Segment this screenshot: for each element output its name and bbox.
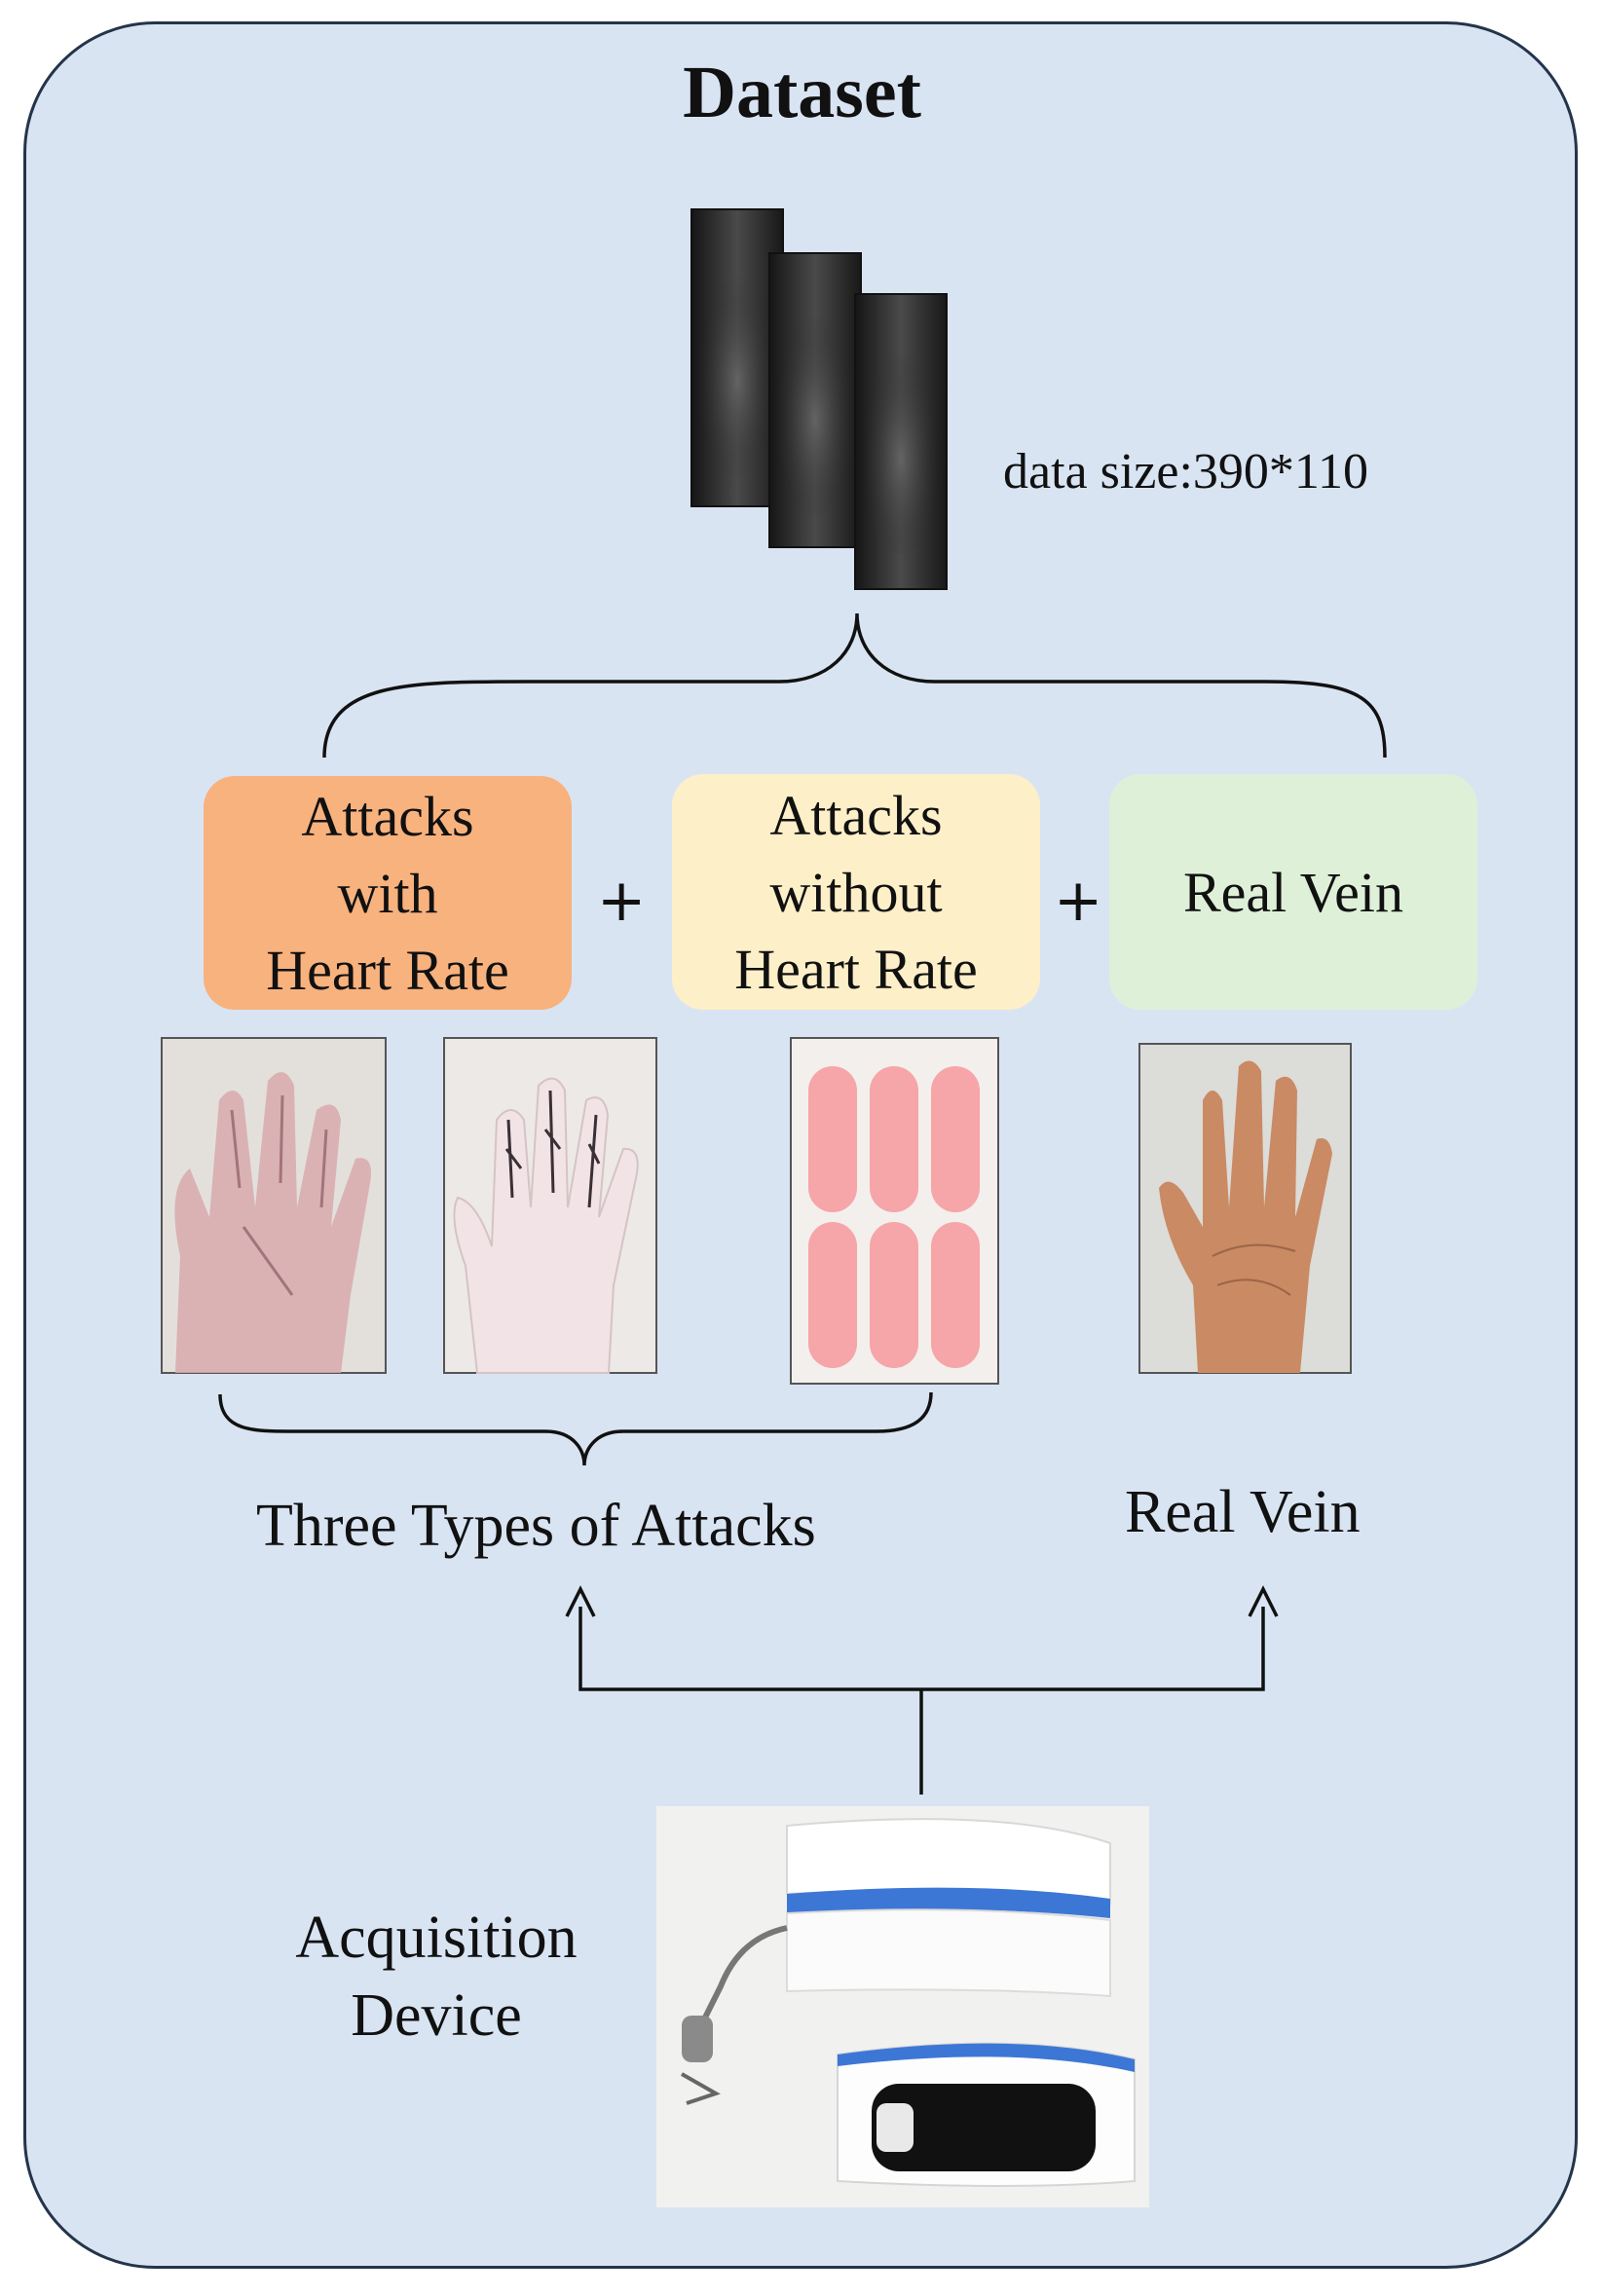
attack-photo-gelatin-hand bbox=[161, 1037, 387, 1374]
real-vein-box: Real Vein bbox=[1109, 774, 1477, 1010]
upper-brace bbox=[322, 612, 1387, 759]
attack-photo-silicone-fingers bbox=[790, 1037, 999, 1385]
data-size-label: data size:390*110 bbox=[1003, 444, 1368, 500]
vein-image-2 bbox=[768, 252, 862, 548]
vein-image-1 bbox=[690, 208, 784, 507]
acquisition-device-label: Acquisition Device bbox=[295, 1905, 578, 2049]
attacks-with-heart-rate-box: Attacks with Heart Rate bbox=[204, 776, 572, 1010]
vein-image-3 bbox=[854, 293, 948, 590]
real-vein-label: Real Vein bbox=[1125, 1479, 1361, 1545]
acquisition-device-photo bbox=[656, 1806, 1149, 2207]
real-hand-photo bbox=[1138, 1043, 1352, 1374]
lower-brace bbox=[218, 1391, 933, 1466]
device-connector-arrows bbox=[565, 1585, 1279, 1795]
dataset-title: Dataset bbox=[683, 52, 921, 133]
plus-sign-2: + bbox=[1054, 867, 1103, 935]
vein-image-stack bbox=[690, 208, 948, 590]
three-types-of-attacks-label: Three Types of Attacks bbox=[256, 1493, 816, 1559]
plus-sign-1: + bbox=[597, 867, 647, 935]
attacks-without-heart-rate-box: Attacks without Heart Rate bbox=[672, 774, 1040, 1010]
attack-photo-glove bbox=[443, 1037, 657, 1374]
